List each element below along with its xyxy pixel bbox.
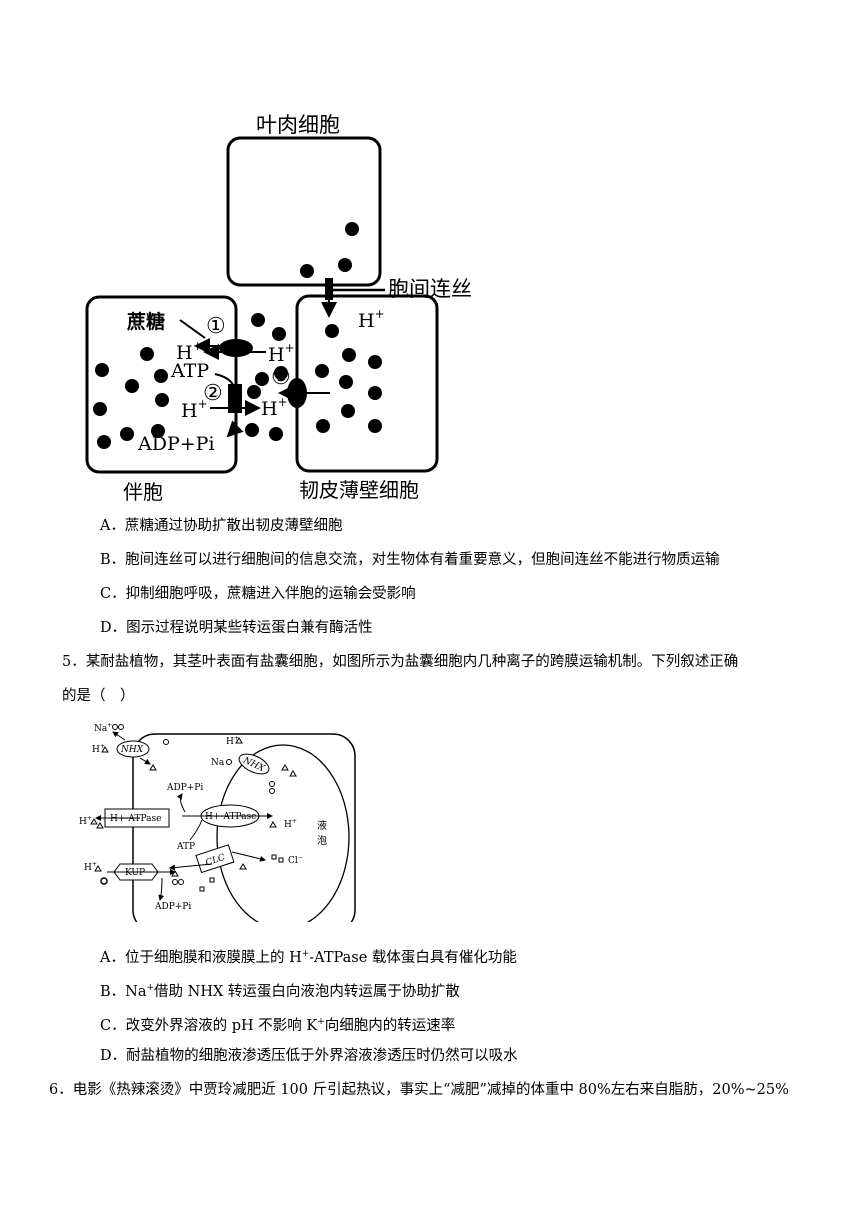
h-ion-icon — [282, 765, 288, 770]
na-ion-label: Na — [211, 758, 225, 768]
h-ion-label: H+ — [92, 743, 105, 755]
q5-stem-line2: 的是（ ） — [62, 686, 135, 706]
molecule-dot — [345, 222, 359, 236]
cl-ion-label: Cl− — [288, 854, 303, 866]
molecule-dot — [255, 372, 269, 386]
adp-label: ADP+Pi — [166, 783, 203, 793]
adp-label: ADP+Pi — [137, 433, 215, 455]
k-ion-icon — [173, 880, 178, 885]
h-ion-label: H+ — [284, 818, 297, 830]
q4-option-b: B．胞间连丝可以进行细胞间的信息交流，对生物体有着重要意义，但胞间连丝不能进行物… — [100, 550, 720, 570]
vacuole — [217, 745, 349, 922]
cl-ion-icon — [279, 858, 283, 862]
atpase-label: H+-ATPase — [205, 812, 256, 822]
transport-arrow — [181, 794, 185, 812]
q5-option-b: B．Na+借助 NHX 转运蛋白向液泡内转运属于协助扩散 — [100, 978, 460, 1002]
nhx-label: NHX — [120, 745, 144, 755]
molecule-dot — [251, 313, 265, 327]
molecule-dot — [316, 419, 330, 433]
na-ion-label: Na+ — [94, 722, 112, 734]
vacuole-label: 液 — [317, 819, 327, 832]
companion-cell-label: 伴胞 — [123, 480, 163, 504]
na-ion-icon — [164, 740, 169, 745]
h-ion-icon — [150, 765, 156, 770]
h-ion-label: H+ — [181, 397, 208, 422]
marker-3: ③ — [271, 365, 291, 390]
na-ion-icon — [270, 782, 275, 787]
molecule-dot — [140, 347, 154, 361]
cl-ion-icon — [200, 887, 204, 891]
q5-option-c: C．改变外界溶液的 pH 不影响 K+向细胞内的转运速率 — [100, 1012, 455, 1036]
q4-option-c: C．抑制细胞呼吸，蔗糖进入伴胞的运输会受影响 — [100, 584, 416, 604]
cl-ion-icon — [210, 878, 214, 882]
h-ion-icon — [97, 823, 103, 828]
q6-stem: 6．电影《热辣滚烫》中贾玲减肥近 100 斤引起热议，事实上“减肥”减掉的体重中… — [49, 1080, 789, 1100]
molecule-dot — [300, 264, 314, 278]
molecule-dot — [247, 385, 261, 399]
h-ion-icon — [240, 864, 246, 869]
q4-option-a: A．蔗糖通过协助扩散出韧皮薄壁细胞 — [100, 516, 342, 536]
atpase-label: H+-ATPase — [110, 814, 161, 824]
molecule-dot — [120, 427, 134, 441]
molecule-dot — [339, 375, 353, 389]
marker-1: ① — [206, 314, 226, 339]
transport-diagram-1: 叶肉细胞 胞间连丝 蔗糖 ① H+ H+ ATP ② H+ H+ ADP+Pi … — [0, 0, 860, 510]
k-ion-icon — [179, 880, 184, 885]
cl-ion-icon — [272, 855, 276, 859]
q5-stem-line1: 5．某耐盐植物，其茎叶表面有盐囊细胞，如图所示为盐囊细胞内几种离子的跨膜运输机制… — [62, 652, 738, 672]
h-ion-icon — [290, 771, 296, 776]
q5-option-a: A．位于细胞膜和液膜膜上的 H+-ATPase 载体蛋白具有催化功能 — [100, 944, 517, 968]
na-ion-icon — [227, 760, 232, 765]
molecule-dot — [269, 427, 283, 441]
phloem-parenchyma-label: 韧皮薄壁细胞 — [299, 478, 419, 502]
mesophyll-cell — [228, 138, 380, 285]
na-ion-icon — [270, 789, 275, 794]
transport-arrow — [140, 758, 150, 764]
q4-option-d: D．图示过程说明某些转运蛋白兼有酶活性 — [100, 618, 373, 638]
atp-label: ATP — [170, 360, 209, 382]
sucrose-arrow — [180, 320, 205, 338]
h-ion-label: H+ — [358, 307, 385, 332]
vacuole-label: 泡 — [317, 834, 327, 847]
h-ion-icon — [270, 822, 276, 827]
kup-label: KUP — [125, 868, 145, 878]
molecule-dot — [342, 348, 356, 362]
molecule-dot — [95, 363, 109, 377]
transport-arrow — [113, 732, 125, 740]
sucrose-h-symporter — [219, 339, 253, 357]
molecule-dot — [338, 258, 352, 272]
molecule-dot — [341, 404, 355, 418]
molecule-dot — [93, 402, 107, 416]
h-ion-icon — [91, 819, 97, 824]
transport-arrow — [160, 878, 162, 900]
molecule-dot — [272, 327, 286, 341]
k-ion-icon — [101, 878, 107, 884]
transport-arrow — [190, 820, 202, 840]
molecule-dot — [315, 364, 329, 378]
atp-label: ATP — [176, 842, 195, 852]
transport-arrow — [232, 852, 265, 860]
molecule-dot — [155, 393, 169, 407]
molecule-dot — [97, 435, 111, 449]
molecule-dot — [368, 386, 382, 400]
h-ion-label: H+ — [268, 341, 295, 366]
mesophyll-cell-label: 叶肉细胞 — [256, 113, 340, 137]
adp-label: ADP+Pi — [154, 902, 191, 912]
na-ion-icon — [119, 725, 124, 730]
molecule-dot — [325, 324, 339, 338]
na-ion-icon — [113, 725, 118, 730]
molecule-dot — [125, 379, 139, 393]
molecule-dot — [245, 423, 259, 437]
sucrose-label: 蔗糖 — [126, 310, 165, 333]
h-ion-label: H+ — [261, 395, 288, 420]
q5-option-d: D．耐盐植物的细胞液渗透压低于外界溶液渗透压时仍然可以吸水 — [100, 1046, 518, 1066]
molecule-dot — [368, 355, 382, 369]
salt-bladder-cell-diagram: 液 泡 Na+ H+ NHX H+ Na NHX ADP+Pi H+ — [0, 712, 400, 922]
molecule-dot — [154, 369, 168, 383]
molecule-dot — [368, 419, 382, 433]
h-ion-label: H+ — [79, 815, 92, 827]
